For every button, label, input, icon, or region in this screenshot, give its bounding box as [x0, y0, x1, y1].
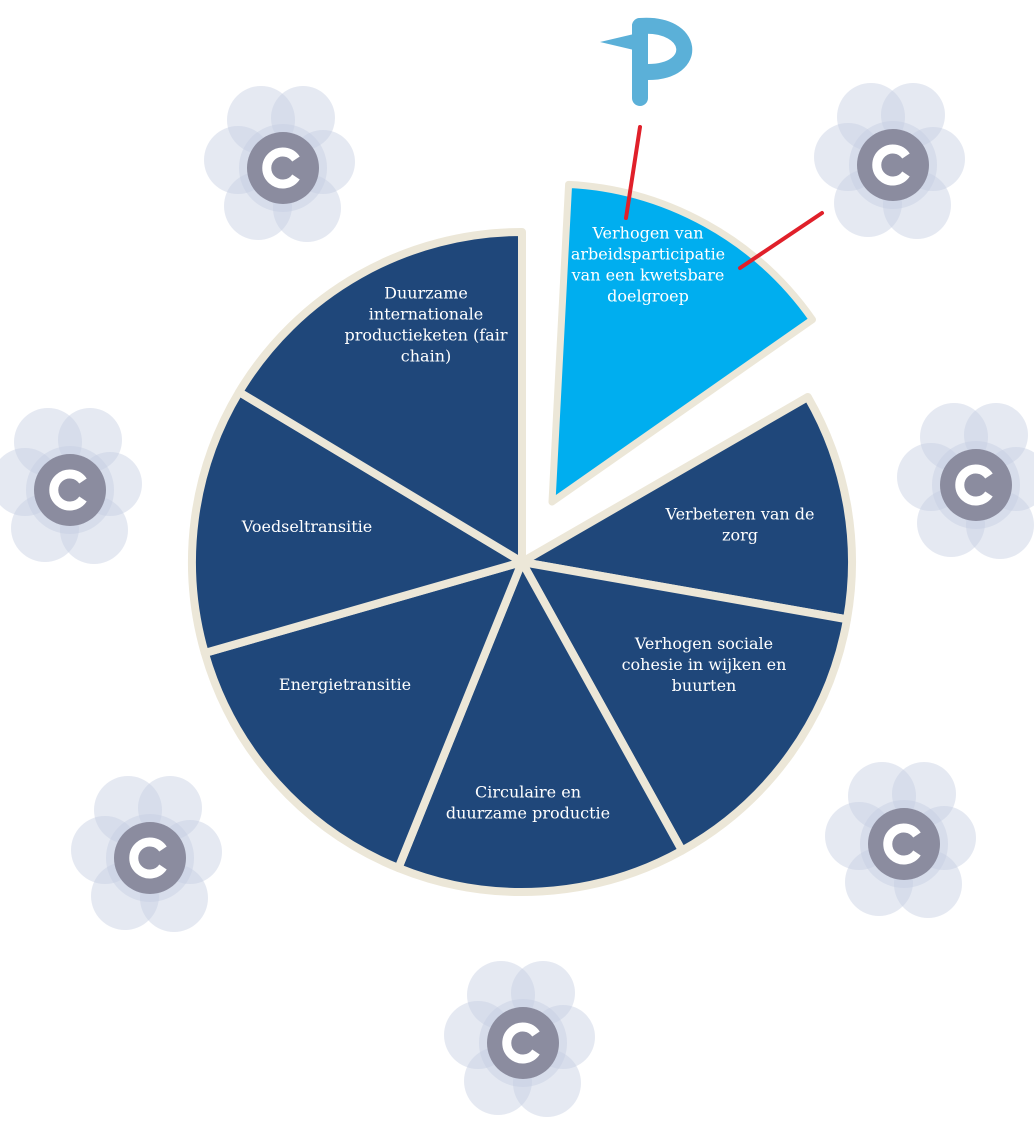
segment-fair-chain [235, 228, 526, 566]
segment-labels: Verhogen van arbeidsparticipatie van een k… [241, 224, 815, 823]
segment-label-line: buurten [672, 676, 737, 695]
segment-label-line: Duurzame [384, 284, 468, 303]
segment-label-voedseltransitie: Voedseltransitie [241, 517, 373, 536]
c-circle-icon [204, 86, 355, 242]
segment-label-arbeidsparticipatie: Verhogen van arbeidsparticipatie van een k… [571, 224, 726, 306]
segment-label-line: productieketen (fair [345, 326, 508, 345]
c-circle-icon [444, 961, 595, 1117]
segment-label-line: doelgroep [607, 287, 689, 306]
segment-zorg [518, 393, 857, 624]
segment-label-line: Circulaire en [475, 783, 581, 802]
segment-label-line: chain) [401, 347, 451, 366]
segment-label-line: internationale [369, 305, 483, 324]
segment-label-energietransitie: Energietransitie [279, 675, 411, 694]
segment-label-fair-chain: Duurzame internationale productieketen (fa… [345, 284, 508, 366]
segment-label-zorg: Verbeteren van de zorg [665, 505, 815, 545]
segment-label-line: cohesie in wijken en [622, 655, 787, 674]
segment-label-line: Verhogen van [591, 224, 703, 243]
segment-circulaire-productie [394, 558, 686, 896]
segment-label-line: Verhogen sociale [634, 634, 773, 653]
c-circle-icon [814, 83, 965, 239]
segment-label-line: zorg [722, 526, 758, 545]
segment-voedseltransitie [187, 388, 526, 657]
segment-sociale-cohesie [518, 558, 851, 855]
segment-label-line: Energietransitie [279, 675, 411, 694]
segment-label-line: Voedseltransitie [241, 517, 373, 536]
segment-label-sociale-cohesie: Verhogen sociale cohesie in wijken en buur… [622, 634, 787, 695]
icons-layer [0, 17, 1034, 1117]
c-circle-icon [0, 408, 142, 564]
segment-label-line: duurzame productie [446, 804, 610, 823]
c-circle-icon [71, 776, 222, 932]
segment-label-circulaire-productie: Circulaire en duurzame productie [446, 783, 610, 823]
segment-label-line: arbeidsparticipatie [571, 245, 725, 264]
pointer-line-top [624, 125, 642, 220]
c-circle-icon [825, 762, 976, 918]
pointer-lines [624, 125, 824, 270]
segment-label-line: Verbeteren van de [665, 505, 815, 524]
p-brand-icon [600, 17, 693, 106]
c-circle-icon [897, 403, 1034, 559]
segment-energietransitie [200, 558, 526, 872]
pointer-line-right [738, 211, 824, 270]
segment-label-line: van een kwetsbare [571, 266, 725, 285]
